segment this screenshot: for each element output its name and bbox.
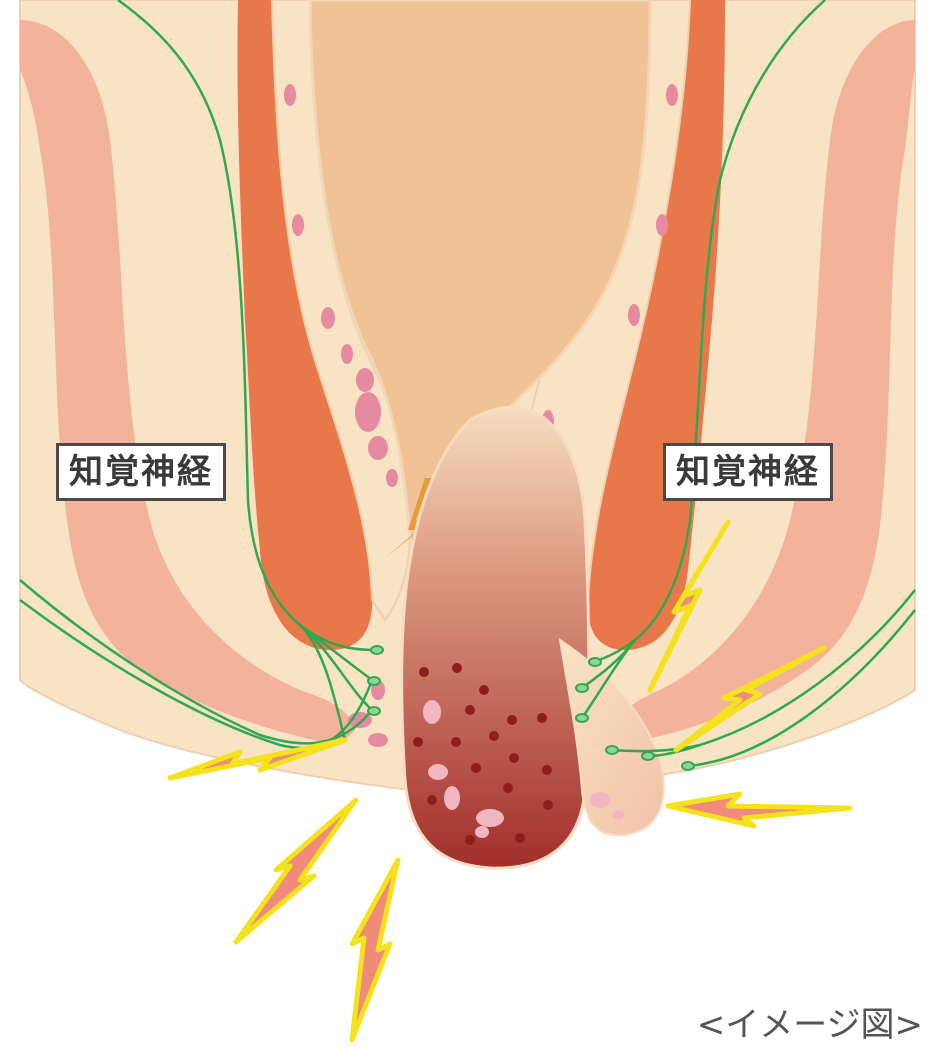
image-caption: <イメージ図> bbox=[697, 997, 923, 1046]
pain-lightning-icon bbox=[236, 800, 356, 942]
pain-lightning-icon bbox=[668, 794, 850, 826]
sensory-nerve-label-left: 知覚神経 bbox=[56, 443, 226, 501]
pain-lightning-icon bbox=[352, 860, 398, 1040]
sensory-nerve-label-right: 知覚神経 bbox=[663, 443, 833, 501]
